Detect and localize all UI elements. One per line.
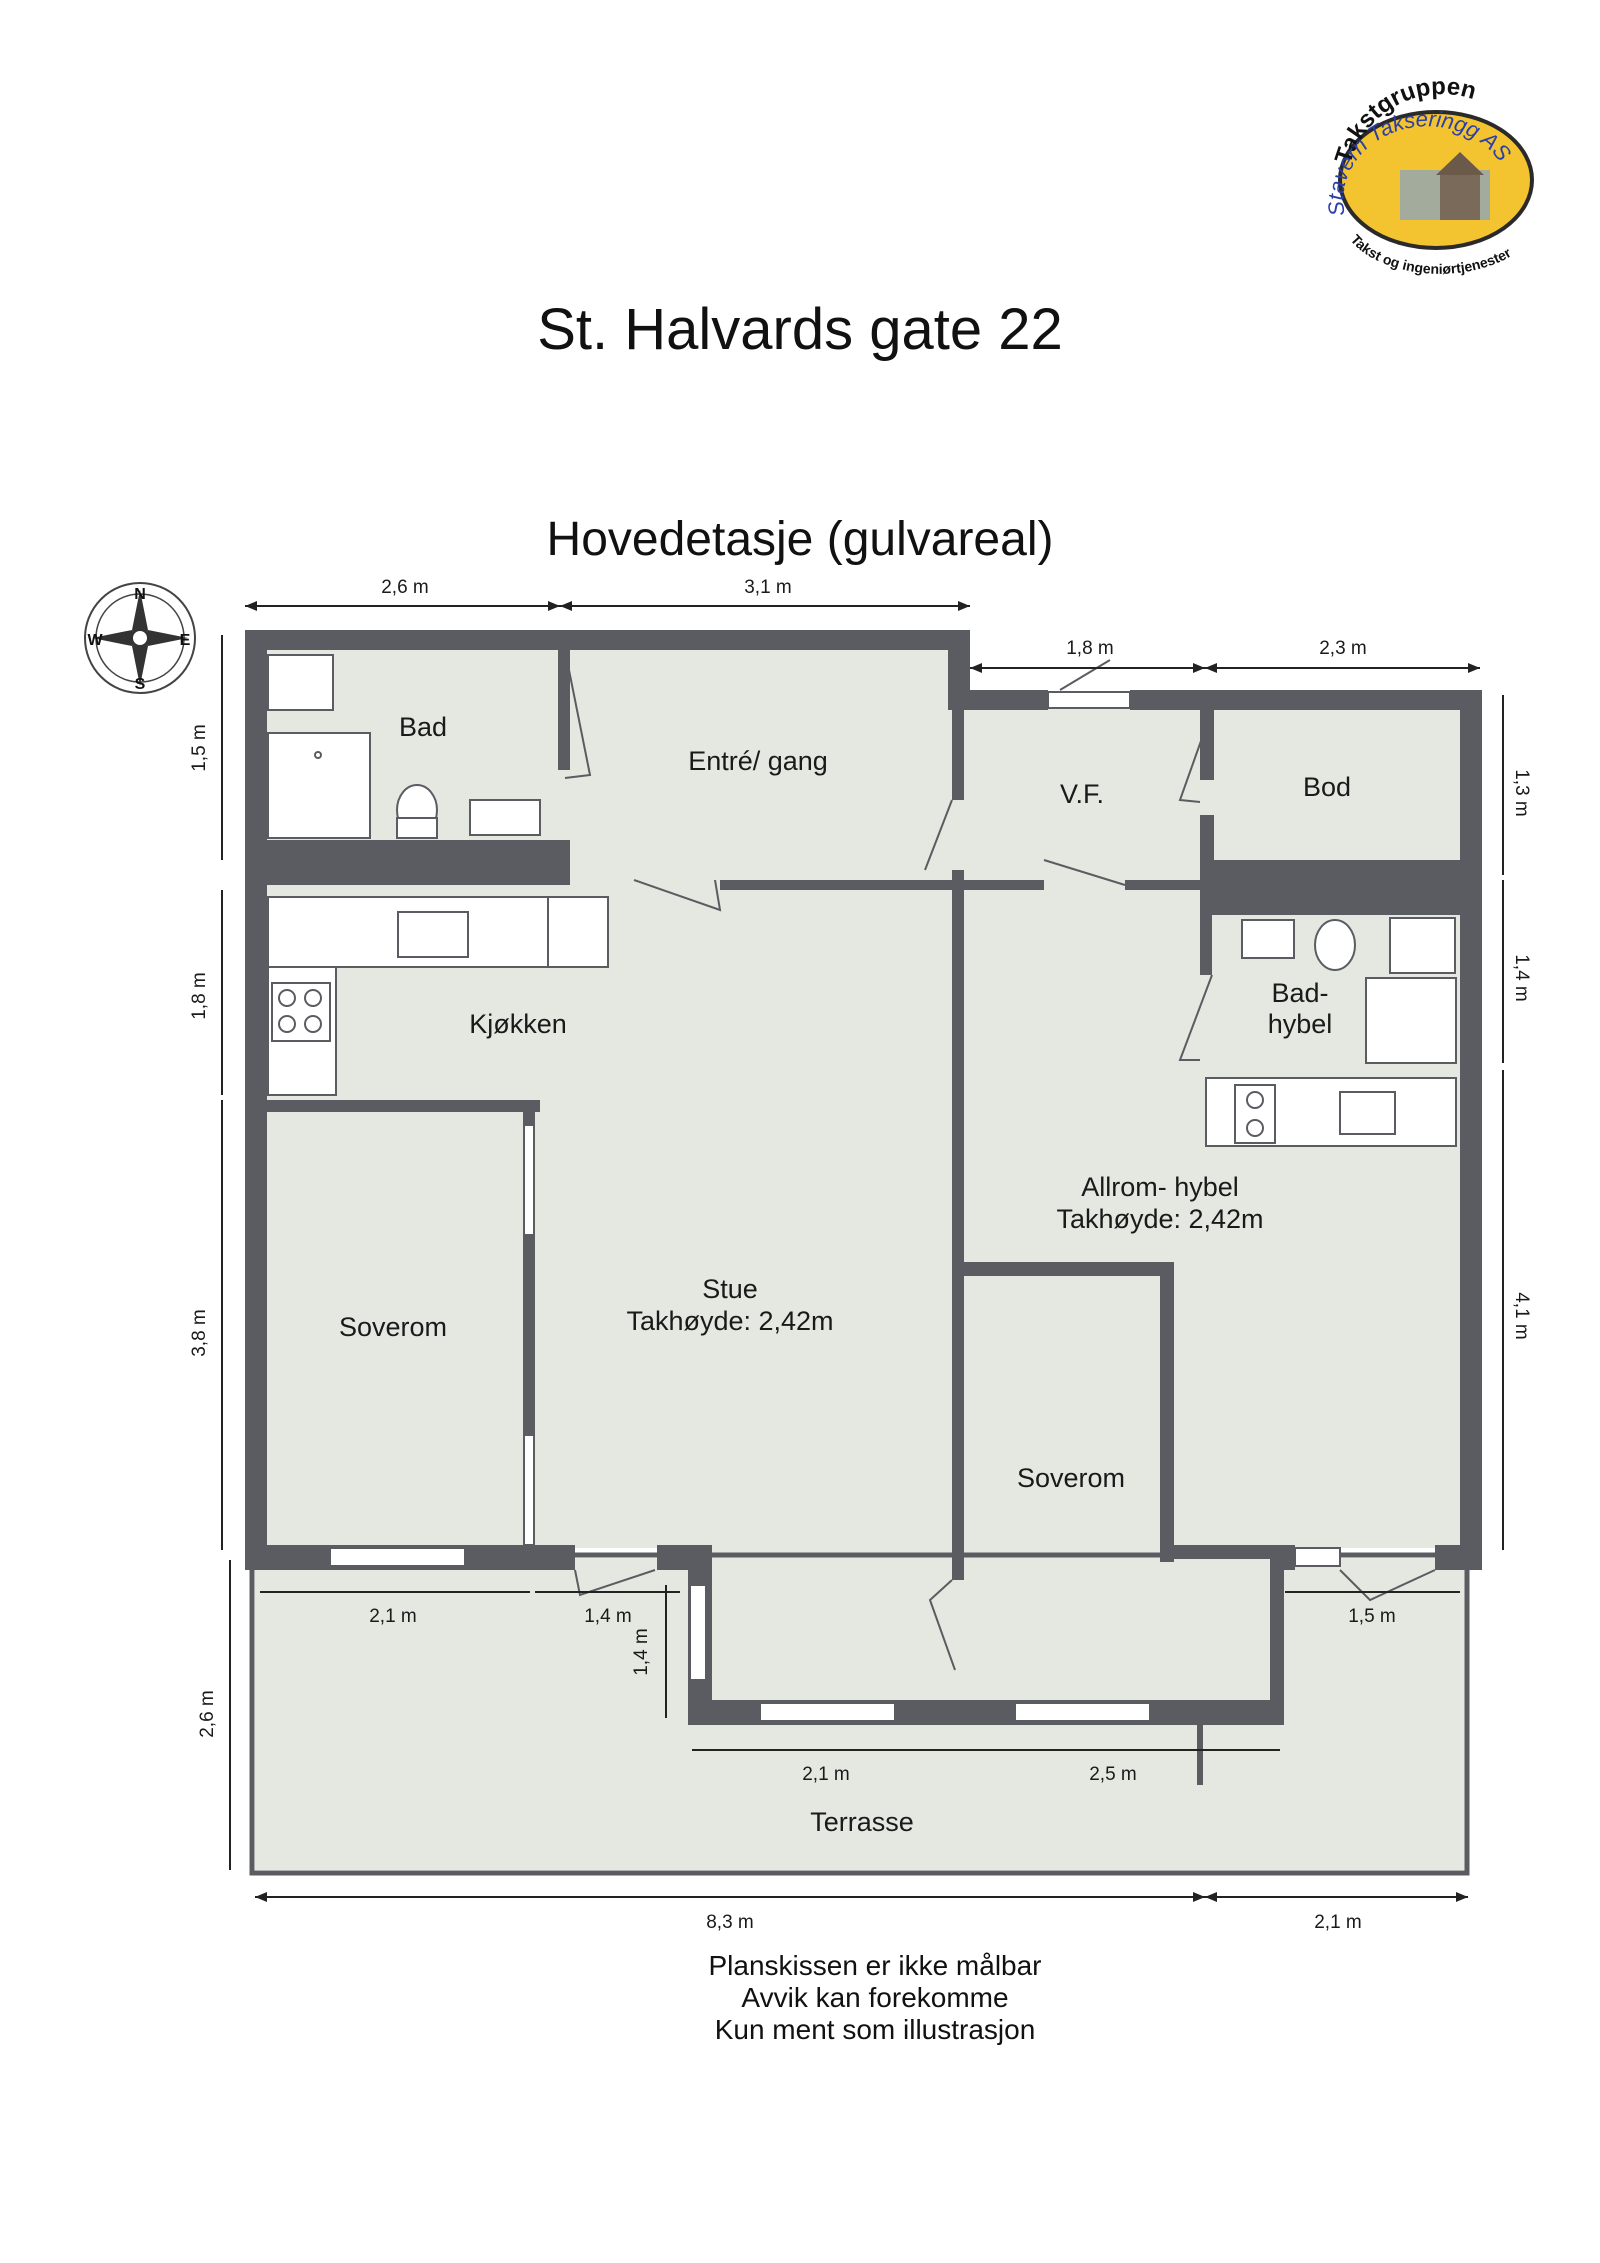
dim-left-bad: 1,5 m <box>189 724 210 772</box>
company-logo: Takstgruppen Stavern Takseringg AS Takst… <box>1323 73 1534 277</box>
room-terrasse: Terrasse <box>810 1807 914 1837</box>
dimension-labels: 2,6 m 3,1 m 1,8 m 2,3 m 1,5 m 1,8 m 3,8 … <box>189 577 1532 1933</box>
dim-soverom-width: 2,1 m <box>369 1606 417 1627</box>
room-soverom-left: Soverom <box>339 1312 447 1342</box>
room-stue-line2: Takhøyde: 2,42m <box>626 1306 833 1336</box>
room-vf: V.F. <box>1060 779 1104 809</box>
note-line-3: Kun ment som illustrasjon <box>714 2014 1036 2045</box>
room-bad: Bad <box>399 712 447 742</box>
room-soverom-right: Soverom <box>1017 1463 1125 1493</box>
badhybel-toilet-icon <box>1314 919 1356 971</box>
dim-left-kitchen: 1,8 m <box>189 972 210 1020</box>
fixtures <box>267 654 1457 1147</box>
bad-sink-icon <box>469 799 541 836</box>
hybel-sink-icon <box>1339 1091 1396 1135</box>
floor-title: Hovedetasje (gulvareal) <box>546 513 1054 566</box>
dim-right-bod: 1,3 m <box>1511 769 1532 817</box>
dim-bod-width: 2,3 m <box>1319 638 1367 659</box>
bad-cabinet <box>267 654 334 711</box>
page-title: St. Halvards gate 22 <box>537 297 1063 362</box>
compass-w: W <box>87 632 103 649</box>
dimension-lines <box>221 605 1504 1898</box>
dim-door-width: 1,4 m <box>584 1606 632 1627</box>
compass-e: E <box>180 632 191 649</box>
note-line-2: Avvik kan forekomme <box>741 1982 1009 2013</box>
dim-bay-height: 1,4 m <box>631 1628 652 1676</box>
dim-right-allrom: 4,1 m <box>1511 1292 1532 1340</box>
room-kjokken: Kjøkken <box>469 1009 567 1039</box>
dim-left-soverom: 3,8 m <box>189 1309 210 1357</box>
kitchen-sink-icon <box>397 911 469 958</box>
dim-left-terrace: 2,6 m <box>197 1690 218 1738</box>
room-labels: Bad Entré/ gang V.F. Bod Kjøkken Bad- hy… <box>339 712 1351 1837</box>
dim-vf-width: 1,8 m <box>1066 638 1114 659</box>
compass-icon: N S E W <box>84 582 196 694</box>
dim-extra-width: 2,1 m <box>1314 1912 1362 1933</box>
doors <box>564 649 1436 1671</box>
badhybel-sink-icon <box>1241 919 1295 959</box>
room-stue-line1: Stue <box>702 1274 758 1304</box>
badhybel-cabinet <box>1389 917 1456 974</box>
badhybel-shower <box>1365 977 1457 1064</box>
dim-allrom-bay: 1,5 m <box>1348 1606 1396 1627</box>
dim-top-left: 2,6 m <box>381 577 429 598</box>
room-allrom-line2: Takhøyde: 2,42m <box>1056 1204 1263 1234</box>
room-bod: Bod <box>1303 772 1351 802</box>
dim-total-width: 8,3 m <box>706 1912 754 1933</box>
compass-n: N <box>134 586 146 603</box>
room-entre: Entré/ gang <box>688 746 828 776</box>
windows <box>329 691 1341 1722</box>
room-badhybel-line1: Bad- <box>1271 978 1328 1008</box>
compass-s: S <box>135 676 146 693</box>
dim-top-mid: 3,1 m <box>744 577 792 598</box>
note-line-1: Planskissen er ikke målbar <box>708 1950 1042 1981</box>
dim-stue-bay: 2,1 m <box>802 1764 850 1785</box>
fridge-icon <box>547 896 609 968</box>
dimension-ticks <box>245 601 1480 1902</box>
dim-soverom2-width: 2,5 m <box>1089 1764 1137 1785</box>
room-badhybel-line2: hybel <box>1268 1009 1333 1039</box>
walls <box>245 630 1482 1876</box>
dim-right-badhybel: 1,4 m <box>1511 954 1532 1002</box>
room-allrom-line1: Allrom- hybel <box>1081 1172 1239 1202</box>
shower <box>267 732 371 839</box>
